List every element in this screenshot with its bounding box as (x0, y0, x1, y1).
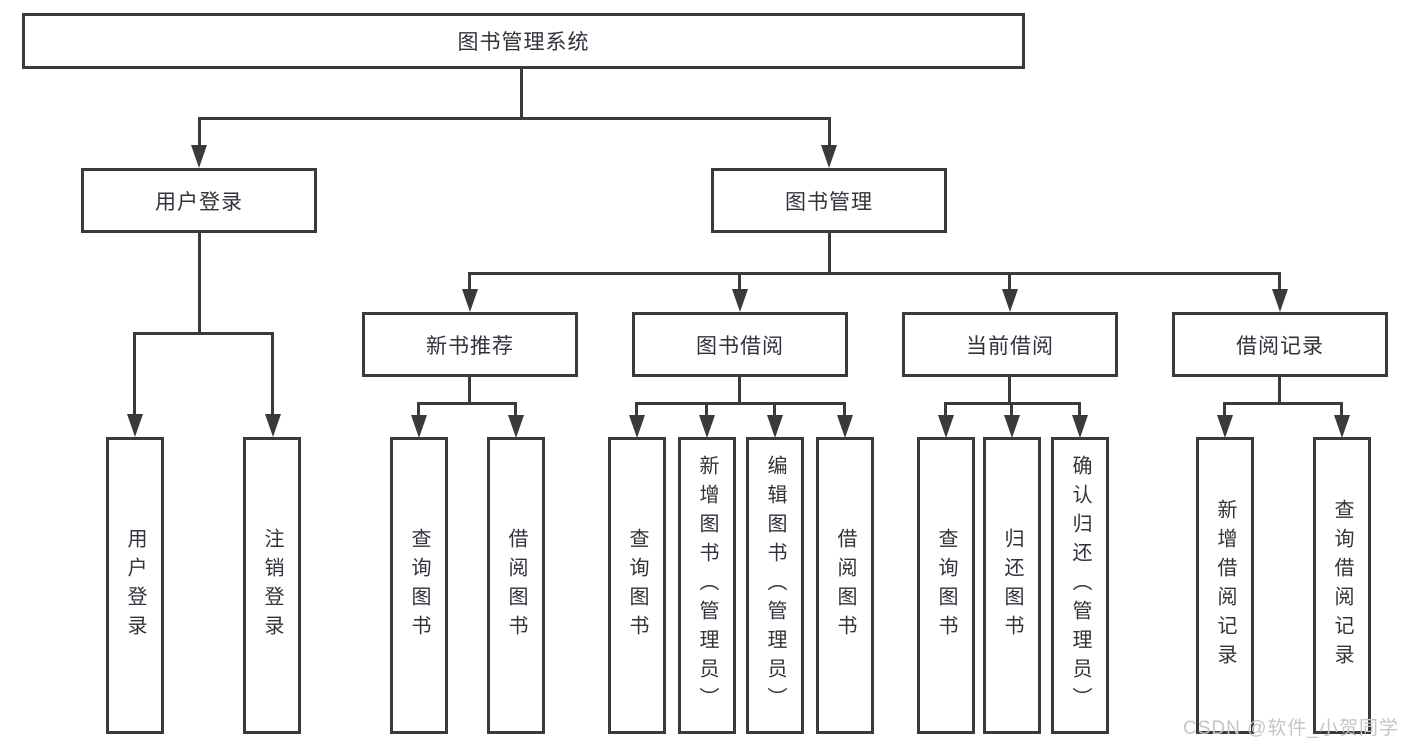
arrow-down-icon (938, 415, 954, 438)
arrow-down-icon (191, 145, 207, 168)
arrow-down-icon (127, 414, 143, 437)
connector-line (1340, 402, 1343, 419)
arrow-down-icon (462, 289, 478, 312)
node-label: 图书管理 (785, 190, 873, 214)
connector-line (738, 272, 741, 294)
arrow-down-icon (1217, 415, 1233, 438)
leaf-query-borrow-record: 查询借阅记录 (1313, 437, 1371, 734)
leaf-confirm-return-admin: 确认归还（管理员） (1051, 437, 1109, 734)
leaf-label: 查询图书 (626, 527, 648, 644)
connector-line (468, 272, 471, 294)
arrow-down-icon (265, 414, 281, 437)
leaf-label: 借阅图书 (834, 527, 856, 644)
connector-line (773, 402, 776, 419)
arrow-down-icon (821, 145, 837, 168)
leaf-query-books-1: 查询图书 (390, 437, 448, 734)
node-label: 用户登录 (155, 190, 243, 214)
leaf-label: 查询图书 (935, 527, 957, 644)
leaf-borrow-books-2: 借阅图书 (816, 437, 874, 734)
connector-line (1010, 402, 1013, 419)
node-label: 图书借阅 (696, 334, 784, 358)
node-label: 新书推荐 (426, 334, 514, 358)
connector-line (271, 332, 274, 418)
connector-line (1078, 402, 1081, 419)
connector-line (1223, 402, 1343, 405)
leaf-query-books-3: 查询图书 (917, 437, 975, 734)
connector-line (828, 117, 831, 150)
leaf-label: 借阅图书 (505, 527, 527, 644)
leaf-label: 归还图书 (1001, 527, 1023, 644)
leaf-borrow-books-1: 借阅图书 (487, 437, 545, 734)
connector-line (417, 402, 517, 405)
arrow-down-icon (699, 415, 715, 438)
connector-line (705, 402, 708, 419)
node-label: 借阅记录 (1236, 334, 1324, 358)
leaf-label: 查询借阅记录 (1331, 498, 1353, 673)
arrow-down-icon (1334, 415, 1350, 438)
leaf-query-books-2: 查询图书 (608, 437, 666, 734)
leaf-label: 用户登录 (124, 527, 146, 644)
arrow-down-icon (508, 415, 524, 438)
connector-line (944, 402, 947, 419)
arrow-down-icon (1004, 415, 1020, 438)
node-book-management: 图书管理 (711, 168, 947, 233)
leaf-return-books: 归还图书 (983, 437, 1041, 734)
connector-line (417, 402, 420, 419)
connector-line (468, 376, 471, 405)
connector-line (133, 332, 274, 335)
node-borrowing-records: 借阅记录 (1172, 312, 1388, 377)
connector-line (133, 332, 136, 418)
leaf-logout: 注销登录 (243, 437, 301, 734)
arrow-down-icon (837, 415, 853, 438)
node-label: 图书管理系统 (457, 31, 590, 54)
leaf-add-books-admin: 新增图书（管理员） (678, 437, 736, 734)
arrow-down-icon (732, 289, 748, 312)
connector-line (198, 117, 831, 120)
leaf-label: 新增借阅记录 (1214, 498, 1236, 673)
connector-line (198, 117, 201, 150)
leaf-label: 确认归还（管理员） (1069, 455, 1091, 716)
connector-line (1008, 376, 1011, 405)
arrow-down-icon (411, 415, 427, 438)
leaf-label: 注销登录 (261, 527, 283, 644)
node-new-book-recommend: 新书推荐 (362, 312, 578, 377)
leaf-user-login: 用户登录 (106, 437, 164, 734)
connector-line (828, 232, 831, 275)
leaf-label: 查询图书 (408, 527, 430, 644)
arrow-down-icon (629, 415, 645, 438)
connector-line (635, 402, 846, 405)
connector-line (1278, 376, 1281, 405)
leaf-add-borrow-record: 新增借阅记录 (1196, 437, 1254, 734)
connector-line (738, 376, 741, 405)
arrow-down-icon (1072, 415, 1088, 438)
node-user-login: 用户登录 (81, 168, 317, 233)
node-book-borrowing: 图书借阅 (632, 312, 848, 377)
connector-line (198, 232, 201, 334)
connector-line (468, 272, 1281, 275)
connector-line (635, 402, 638, 419)
connector-line (1008, 272, 1011, 294)
connector-line (1278, 272, 1281, 294)
connector-line (1223, 402, 1226, 419)
connector-line (520, 68, 523, 118)
leaf-edit-books-admin: 编辑图书（管理员） (746, 437, 804, 734)
arrow-down-icon (767, 415, 783, 438)
leaf-label: 新增图书（管理员） (696, 455, 718, 716)
node-library-management-system: 图书管理系统 (22, 13, 1025, 69)
connector-line (514, 402, 517, 419)
connector-line (843, 402, 846, 419)
node-label: 当前借阅 (966, 334, 1054, 358)
arrow-down-icon (1272, 289, 1288, 312)
csdn-watermark: CSDN @软件_小贺同学 (1183, 718, 1399, 739)
arrow-down-icon (1002, 289, 1018, 312)
node-current-borrowing: 当前借阅 (902, 312, 1118, 377)
leaf-label: 编辑图书（管理员） (764, 455, 786, 716)
